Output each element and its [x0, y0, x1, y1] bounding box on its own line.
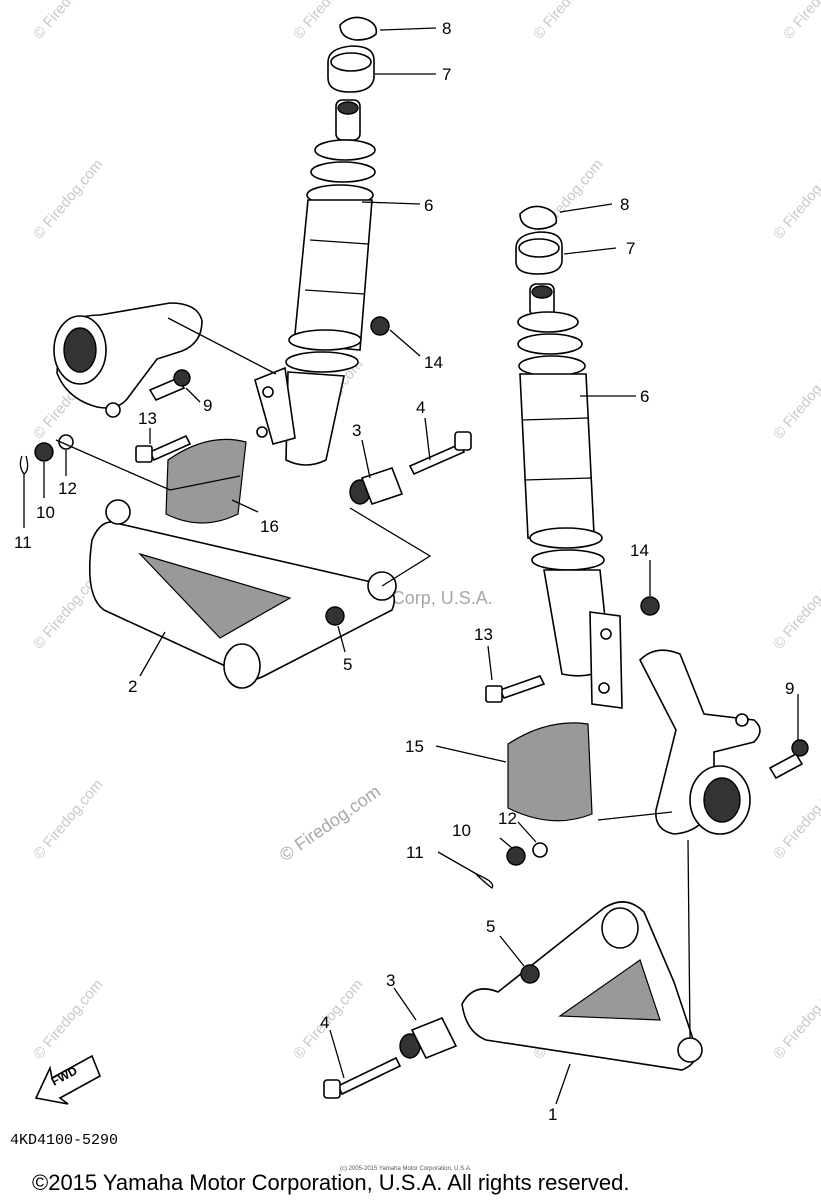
guard-15-right [507, 722, 593, 822]
watermark: © Firedog.com [770, 156, 821, 242]
washer-12-right [532, 842, 548, 858]
watermark: © Firedog.com [30, 0, 106, 43]
fine-print: (c) 2005-2015 Yamaha Motor Corporation, … [340, 1166, 472, 1172]
nut-14-left [370, 316, 390, 336]
bushing-3-left [360, 466, 404, 506]
nut-10-right [506, 846, 526, 866]
circlip-left [339, 16, 378, 41]
watermark: © Firedog.com [770, 976, 821, 1062]
callout-5-right: 5 [486, 917, 495, 936]
left-assembly [19, 16, 472, 689]
watermark: © Firedog.com [30, 156, 106, 242]
callout-7-right: 7 [626, 239, 635, 258]
callout-8-left: 8 [442, 19, 451, 38]
shock-right-spring [517, 311, 586, 377]
callout-9-right: 9 [785, 679, 794, 698]
arm-1-right [461, 901, 698, 1071]
bolt-9-right [768, 752, 804, 780]
callout-16: 16 [260, 517, 279, 536]
arm-2-left-opening [138, 552, 292, 639]
arm-1-right-opening [558, 959, 661, 1021]
shock-left-bracket [254, 366, 296, 445]
right-assembly [323, 205, 809, 1099]
callout-1: 1 [548, 1105, 557, 1124]
bushing-3-right [410, 1016, 458, 1060]
callout-13-right: 13 [474, 625, 493, 644]
callout-9-left: 9 [203, 396, 212, 415]
callout-14-left: 14 [424, 353, 443, 372]
fwd-arrow-icon: FWD [34, 1054, 102, 1105]
callout-11-right: 11 [406, 843, 424, 862]
callout-7-left: 7 [442, 65, 451, 84]
shock-left-lower [285, 371, 345, 466]
copyright: ©2015 Yamaha Motor Corporation, U.S.A. A… [32, 1170, 629, 1195]
watermark: © Firedog.com [530, 0, 606, 43]
watermark-center: © Firedog.com [276, 781, 384, 865]
nut-5-left [325, 606, 345, 626]
callout-8-right: 8 [620, 195, 629, 214]
bolt-4-right [336, 1056, 402, 1096]
callout-2: 2 [128, 677, 137, 696]
watermark: © Firedog.com [770, 776, 821, 862]
callout-12-left: 12 [58, 479, 77, 498]
circlip-right [519, 205, 558, 230]
knuckle-right [639, 649, 761, 835]
pin-11-left [19, 455, 29, 475]
callout-12-right: 12 [498, 809, 517, 828]
nut-5-right [520, 964, 540, 984]
callout-4-right: 4 [320, 1013, 329, 1032]
shock-left-body [293, 199, 373, 351]
callout-13-left: 13 [138, 409, 157, 428]
callout-14-right: 14 [630, 541, 649, 560]
callout-15: 15 [405, 737, 424, 756]
watermark: © Firedog.com [770, 566, 821, 652]
guard-16-left [165, 438, 247, 524]
watermark: © Firedog.com [780, 0, 821, 43]
watermark: © Firedog.com [30, 776, 106, 862]
pin-11-right [475, 873, 494, 889]
watermark: © Firedog.com [30, 976, 106, 1062]
shock-right-bracket [589, 611, 623, 709]
callout-11-left: 11 [14, 533, 32, 552]
part-code: 4KD4100-5290 [10, 1132, 118, 1149]
nut-left-top [330, 52, 372, 72]
shock-right-body [519, 373, 595, 539]
callout-4-left: 4 [416, 398, 425, 417]
callout-6-right: 6 [640, 387, 649, 406]
shock-left-cap [337, 101, 359, 115]
watermark: © Firedog.com [770, 356, 821, 442]
shock-left-spring [306, 139, 376, 206]
watermark: © Firedog.com [530, 156, 606, 242]
bolt-13-right [498, 675, 546, 699]
callout-6-left: 6 [424, 196, 433, 215]
callout-10-right: 10 [452, 821, 471, 840]
shock-left-lower-spring [285, 329, 362, 373]
shock-right-lower-spring [529, 527, 605, 571]
callouts: 8 7 6 14 9 13 4 3 12 10 11 16 5 2 8 7 6 … [14, 19, 794, 1124]
callout-3-left: 3 [352, 421, 361, 440]
nut-10-left [34, 442, 54, 462]
callout-5-left: 5 [343, 655, 352, 674]
callout-10-left: 10 [36, 503, 55, 522]
leader-lines [23, 27, 799, 1105]
nut-14-right [640, 596, 660, 616]
bolt-4-left [408, 442, 466, 476]
callout-3-right: 3 [386, 971, 395, 990]
